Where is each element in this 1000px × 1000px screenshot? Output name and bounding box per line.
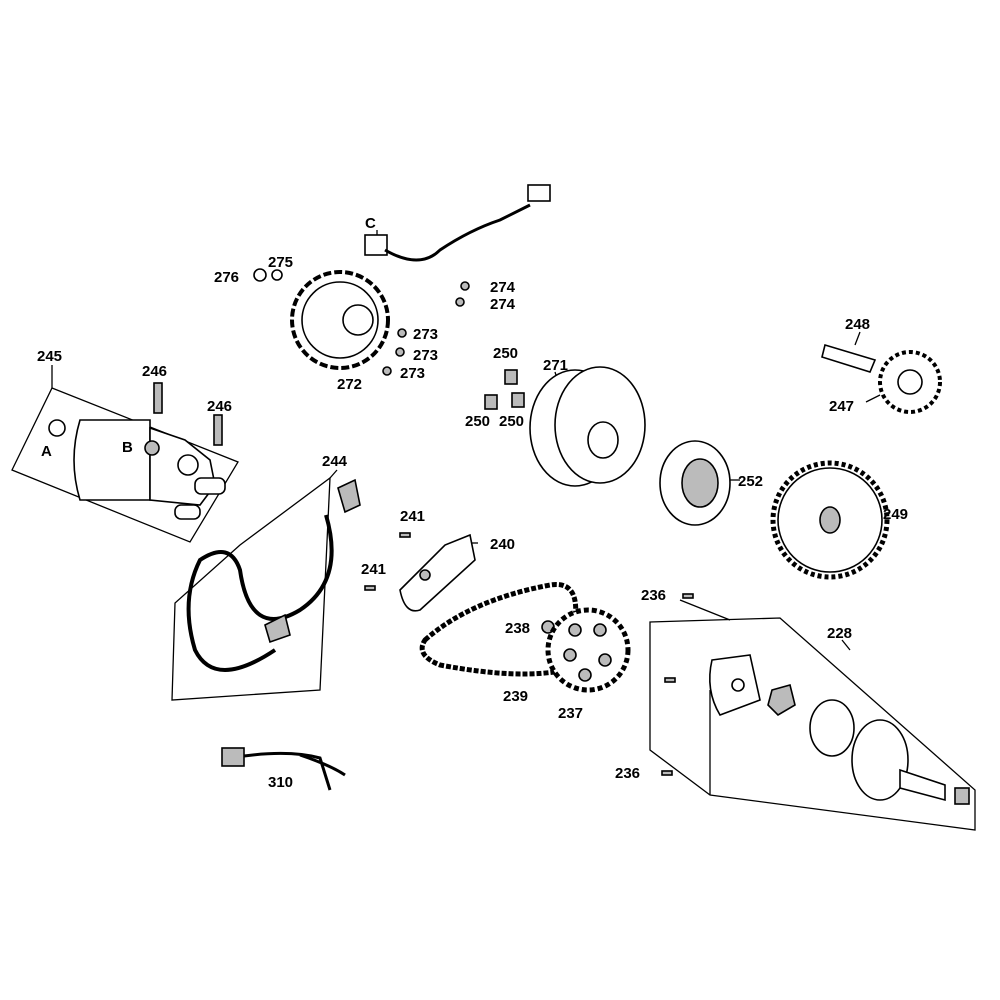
callout-C: C bbox=[365, 215, 376, 232]
callout-272: 272 bbox=[337, 376, 362, 393]
callout-240: 240 bbox=[490, 536, 515, 553]
callout-250: 250 bbox=[493, 345, 518, 362]
callout-236: 236 bbox=[615, 765, 640, 782]
group-outline-244 bbox=[171, 476, 331, 701]
callout-B: B bbox=[122, 439, 133, 456]
callout-250: 250 bbox=[465, 413, 490, 430]
callout-275: 275 bbox=[268, 254, 293, 271]
callout-249: 249 bbox=[883, 506, 908, 523]
callout-241: 241 bbox=[400, 508, 425, 525]
starter-cable[interactable] bbox=[186, 478, 361, 672]
starter-clutch[interactable] bbox=[659, 440, 731, 526]
callout-310: 310 bbox=[268, 774, 293, 791]
chain-guide-cover[interactable] bbox=[364, 532, 476, 612]
starter-driven-gear[interactable] bbox=[770, 460, 890, 580]
callout-271: 271 bbox=[543, 357, 568, 374]
callout-238: 238 bbox=[505, 620, 530, 637]
callout-276: 276 bbox=[214, 269, 239, 286]
callout-246: 246 bbox=[142, 363, 167, 380]
wire-harness[interactable] bbox=[221, 747, 346, 791]
screws-273-274[interactable] bbox=[382, 281, 525, 410]
callout-252: 252 bbox=[738, 473, 763, 490]
callout-244: 244 bbox=[322, 453, 348, 470]
callout-273: 273 bbox=[400, 365, 425, 382]
callout-274: 274 bbox=[490, 296, 516, 313]
callout-228: 228 bbox=[827, 625, 852, 642]
callout-245: 245 bbox=[37, 348, 62, 365]
callout-A: A bbox=[41, 443, 52, 460]
oil-pump[interactable] bbox=[661, 593, 970, 805]
sprocket[interactable] bbox=[545, 607, 631, 693]
stator[interactable] bbox=[253, 184, 551, 370]
callout-241: 241 bbox=[361, 561, 386, 578]
callout-250: 250 bbox=[499, 413, 524, 430]
idle-shaft-and-gear[interactable] bbox=[821, 343, 942, 414]
callout-239: 239 bbox=[503, 688, 528, 705]
callout-247: 247 bbox=[829, 398, 854, 415]
callout-246: 246 bbox=[207, 398, 232, 415]
callout-273: 273 bbox=[413, 326, 438, 343]
callout-236: 236 bbox=[641, 587, 666, 604]
starter-motor[interactable] bbox=[48, 382, 226, 520]
callout-273: 273 bbox=[413, 347, 438, 364]
callout-237: 237 bbox=[558, 705, 583, 722]
callout-274: 274 bbox=[490, 279, 516, 296]
flywheel[interactable] bbox=[529, 366, 646, 487]
group-outline-228 bbox=[649, 617, 976, 831]
callout-248: 248 bbox=[845, 316, 870, 333]
